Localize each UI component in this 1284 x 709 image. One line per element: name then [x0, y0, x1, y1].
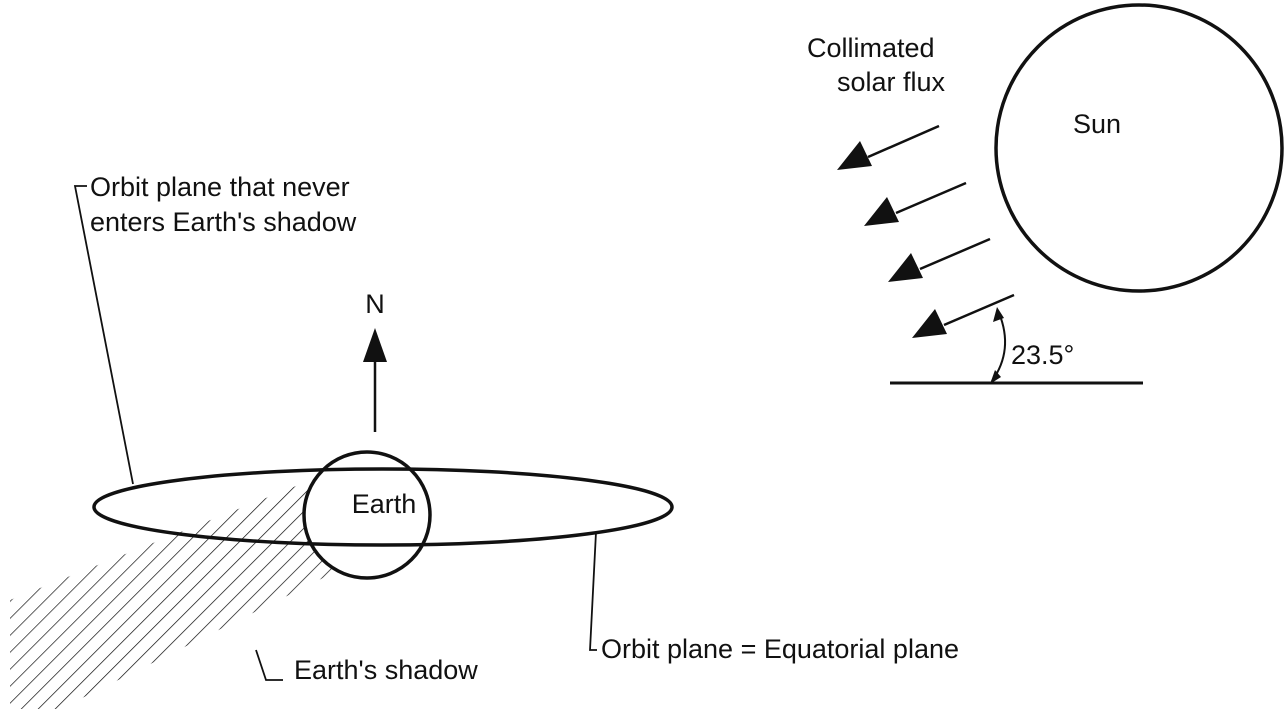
- flux-arrow-3: [888, 237, 991, 282]
- orbit-never-leader: [73, 185, 134, 485]
- collimated-label-line1: Collimated: [807, 33, 935, 63]
- collimated-label-line2: solar flux: [837, 67, 946, 97]
- orbit-never-label-line1: Orbit plane that never: [90, 172, 350, 202]
- orbit-never-label-line2: enters Earth's shadow: [90, 207, 357, 237]
- orbit-equatorial-leader: [589, 531, 597, 651]
- north-arrow: [363, 328, 387, 432]
- earth-label: Earth: [352, 489, 417, 519]
- solar-flux-arrows: [837, 124, 1015, 338]
- orbit-equatorial-label: Orbit plane = Equatorial plane: [601, 634, 959, 664]
- angle-arc: [990, 307, 1007, 384]
- sun-circle: [994, 3, 1284, 293]
- flux-arrow-4: [912, 293, 1015, 338]
- shadow-leader: [255, 649, 283, 681]
- equatorial-orbit-ellipse: [92, 467, 674, 547]
- angle-label: 23.5°: [1011, 340, 1074, 370]
- shadow-label: Earth's shadow: [294, 655, 478, 685]
- earth-circle: [302, 450, 432, 580]
- flux-arrow-1: [837, 124, 940, 170]
- flux-arrow-2: [864, 181, 967, 226]
- north-label: N: [365, 289, 385, 319]
- earth-shadow: [10, 478, 347, 709]
- sun-label: Sun: [1073, 109, 1121, 139]
